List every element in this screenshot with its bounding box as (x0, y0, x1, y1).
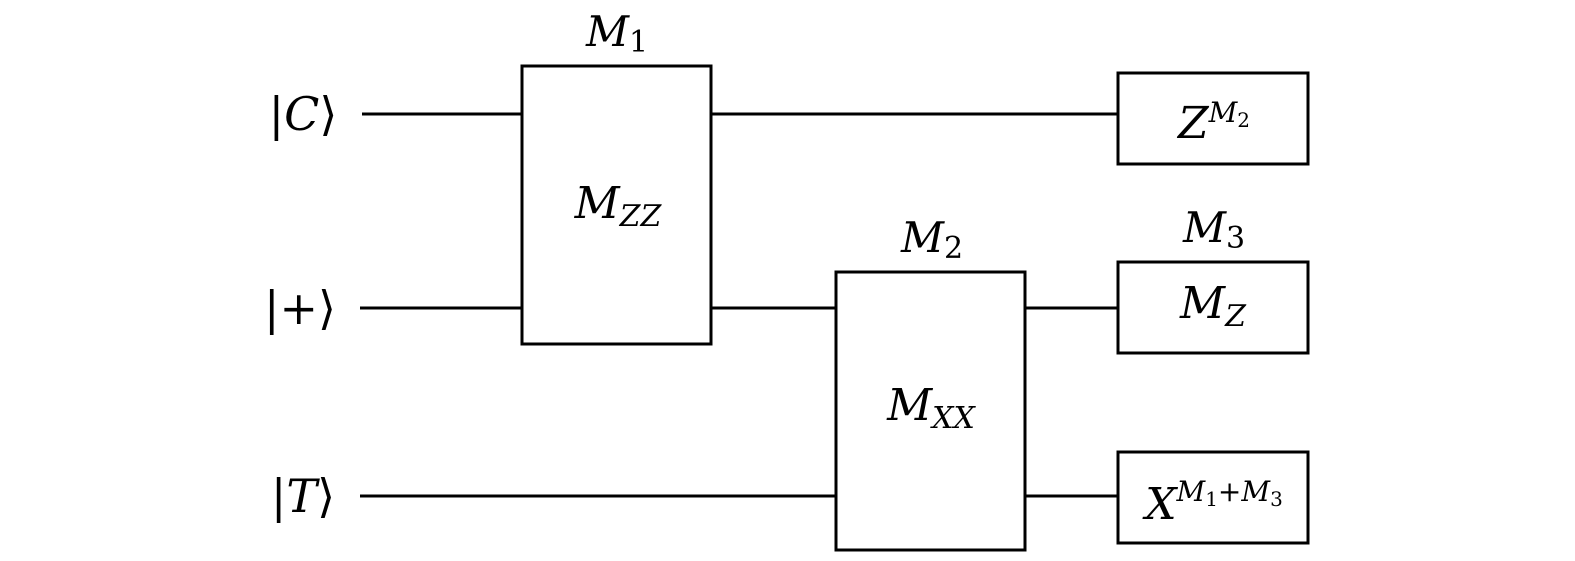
gate-mzz-text: MZZ (574, 178, 663, 234)
input-label-plus: |+⟩ (264, 281, 336, 335)
gate-mxx-label: M2 (900, 213, 963, 266)
input-label-c: |C⟩ (269, 87, 338, 141)
input-label-t: |T⟩ (271, 469, 335, 523)
gate-mxx-text: MXX (886, 380, 976, 436)
gate-zcorr-text: ZM2 (1176, 96, 1250, 149)
gate-zcorr-box (1116, 71, 1310, 166)
gate-xcorr-box (1116, 450, 1310, 545)
gate-mzz-label: M1 (585, 7, 648, 60)
gate-mxx-box (834, 270, 1027, 552)
gate-mz-box (1116, 260, 1310, 355)
gate-mz-text: MZ (1179, 278, 1247, 334)
gate-mz-label: M3 (1182, 203, 1245, 256)
gate-mzz-box (520, 64, 713, 346)
gate-xcorr-text: XM1+M3 (1142, 475, 1283, 530)
